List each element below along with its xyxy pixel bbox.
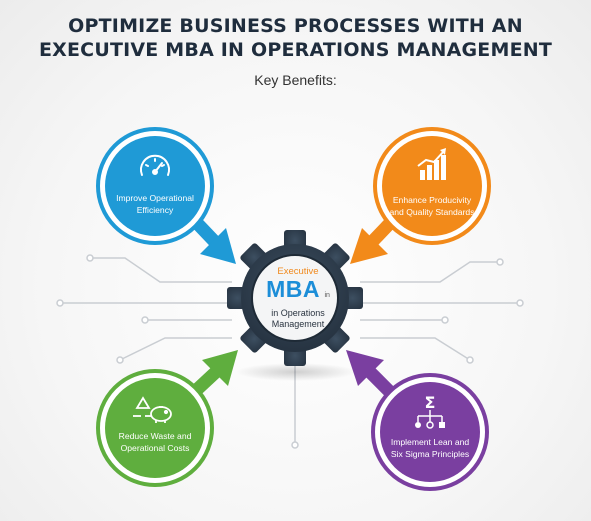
circuit-lines: [60, 257, 520, 445]
hub-text: Executive MBA in in Operations Managemen…: [248, 266, 348, 330]
benefit-label-line: Efficiency: [136, 205, 174, 215]
benefit-label-bl: Reduce Waste and Operational Costs: [105, 430, 205, 454]
circuit-node: [86, 254, 94, 262]
page-title: OPTIMIZE BUSINESS PROCESSES WITH AN EXEC…: [0, 14, 591, 62]
title-line-1: OPTIMIZE BUSINESS PROCESSES WITH AN: [68, 15, 523, 37]
title-line-2: EXECUTIVE MBA IN OPERATIONS MANAGEMENT: [38, 39, 553, 61]
recycle-piggybank-icon: [133, 396, 172, 423]
circuit-node: [441, 316, 449, 324]
circuit-node: [291, 441, 299, 449]
circuit-node: [516, 299, 524, 307]
benefit-label-line: Six Sigma Principles: [390, 449, 470, 459]
hub-line-management: Management: [271, 319, 325, 329]
circuit-nodes: [56, 254, 524, 449]
benefit-label-br: Implement Lean and Six Sigma Principles: [378, 436, 482, 460]
svg-text:Σ: Σ: [425, 393, 436, 412]
benefit-label-tr: Enhance Producivity and Quality Standard…: [376, 194, 488, 218]
gear-icon: [227, 230, 363, 366]
hub-mba-suffix: in: [324, 292, 330, 299]
circuit-node: [56, 299, 64, 307]
bar-chart-growth-icon: [417, 148, 446, 180]
benefit-label-line: Operational Costs: [120, 443, 190, 453]
benefit-circle-tl: [96, 127, 214, 245]
benefit-circle-tr: [373, 127, 491, 245]
gear-shadow: [236, 363, 356, 381]
benefit-label-tl: Improve Operational Efficiency: [105, 192, 205, 216]
hub-line-operations: in Operations: [271, 308, 325, 318]
benefit-circle-bl: [96, 369, 214, 487]
benefit-label-line: Enhance Producivity: [392, 195, 472, 205]
circuit-node: [466, 356, 474, 364]
hub-line-executive: Executive: [277, 266, 319, 277]
circuit-line-right-4: [360, 337, 471, 361]
circuit-line-right-1: [360, 261, 500, 283]
benefit-circle-br: [371, 373, 489, 491]
circuit-node: [496, 258, 504, 266]
circuit-line-left-4: [119, 337, 232, 361]
benefit-label-line: Improve Operational: [116, 193, 194, 203]
subtitle: Key Benefits:: [254, 72, 337, 88]
hub-line-mba-row: MBA in: [248, 277, 348, 308]
circuit-line-left-1: [90, 257, 232, 283]
circuit-node: [141, 316, 149, 324]
speedometer-icon: [140, 154, 170, 176]
benefit-label-line: Reduce Waste and: [118, 431, 192, 441]
hub-mba: MBA: [266, 276, 320, 302]
circuit-node: [116, 356, 124, 364]
benefit-label-line: and Quality Standards: [389, 207, 475, 217]
sigma-flowchart-icon: Σ: [415, 393, 445, 429]
benefit-label-line: Implement Lean and: [390, 437, 470, 447]
